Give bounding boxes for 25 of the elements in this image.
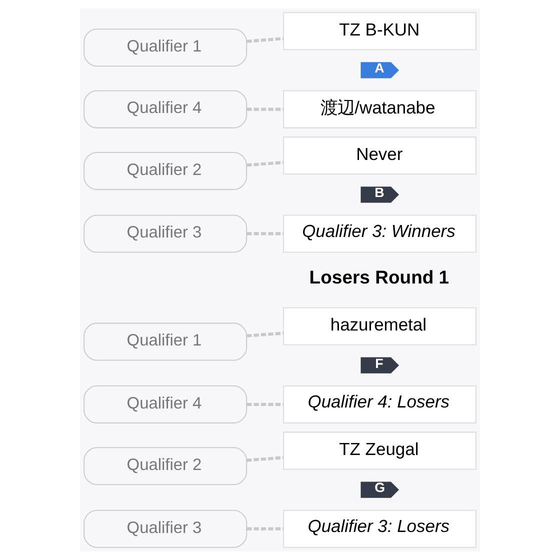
node-box: 渡辺/watanabe (283, 90, 476, 128)
node-box: Qualifier 2 (84, 152, 248, 190)
connector (246, 527, 284, 530)
node-box: Qualifier 1 (84, 28, 248, 67)
connector (246, 402, 284, 406)
node-box: Qualifier 3: Winners (283, 214, 476, 253)
node-box: Qualifier 4 (84, 90, 248, 128)
connector (246, 108, 284, 111)
node-box: hazuremetal (283, 307, 476, 346)
connector (246, 232, 284, 236)
connector (246, 160, 284, 167)
connector (246, 37, 284, 43)
node-box: TZ B-KUN (283, 12, 476, 50)
connector (246, 332, 284, 338)
node-box: Qualifier 4 (84, 385, 248, 424)
node-box: Qualifier 2 (84, 447, 248, 486)
node-box: Qualifier 4: Losers (283, 385, 476, 424)
node-box: Qualifier 3 (84, 510, 248, 548)
node-box: Qualifier 1 (84, 322, 248, 361)
node-box: Never (283, 136, 476, 175)
node-box: TZ Zeugal (283, 432, 476, 470)
label: Losers Round 1 (309, 266, 450, 288)
connector (246, 456, 284, 462)
node-box: Qualifier 3: Losers (283, 510, 476, 548)
node-box: Qualifier 3 (84, 214, 248, 253)
